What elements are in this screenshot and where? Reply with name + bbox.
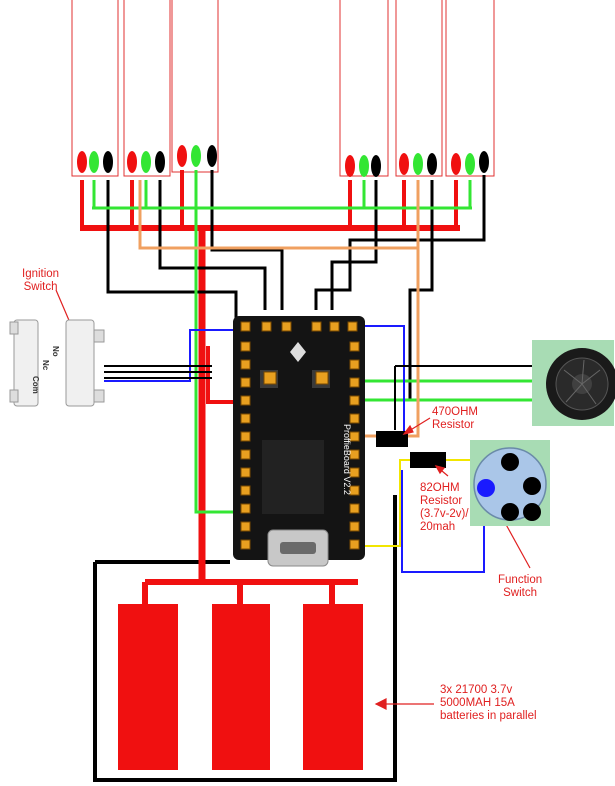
led-strip-5: [395, 0, 443, 177]
led-wire-tips: [77, 145, 489, 177]
label-82ohm-resistor: 82OHM Resistor (3.7v-2v)/ 20mah: [420, 482, 469, 533]
led-strip-6: [445, 0, 495, 177]
strip-2-tips: [127, 151, 165, 173]
switch-terminal-3: [501, 503, 519, 521]
speaker: [532, 340, 615, 426]
strip-4-tips: [345, 155, 381, 177]
strip-5-tips: [399, 153, 437, 175]
ignition-wires: [104, 365, 212, 379]
green-wires: [92, 170, 548, 514]
board-pads: [240, 321, 360, 550]
led-strip-1: [71, 0, 119, 177]
led-strips: [71, 0, 495, 177]
switch-terminal-2: [523, 477, 541, 495]
battery-2: [212, 604, 270, 770]
resistor-82ohm: [410, 452, 446, 468]
strip-6-tips: [451, 151, 489, 175]
strip-1-tips: [77, 151, 113, 173]
label-470ohm-resistor: 470OHM Resistor: [432, 406, 479, 431]
batteries: [118, 604, 363, 770]
ground-right-wire: [394, 365, 548, 430]
proffieboard: [233, 316, 365, 567]
reed-block: [65, 319, 95, 407]
ground-wires: [106, 170, 486, 400]
led-strip-2: [123, 0, 171, 177]
battery-1: [118, 604, 178, 770]
terminal-nc: Nc: [41, 360, 50, 371]
label-ignition-switch: Ignition Switch: [22, 268, 60, 293]
label-function-switch: Function Switch: [498, 574, 543, 599]
led-strip-4: [339, 0, 389, 177]
label-batteries: 3x 21700 3.7v 5000MAH 15A batteries in p…: [440, 684, 537, 722]
board-name: ProffieBoard V2.2: [342, 424, 352, 495]
switch-terminal-1: [501, 453, 519, 471]
blue-wires: [104, 325, 485, 573]
switch-terminal-blue: [477, 479, 495, 497]
terminal-no: No: [51, 346, 60, 357]
terminal-com: Com: [31, 376, 40, 394]
magnet-block: [13, 319, 39, 407]
function-switch: [470, 440, 550, 526]
ignition-switch: [9, 319, 105, 407]
battery-ground-loop: [93, 495, 397, 782]
battery-3: [303, 604, 363, 770]
switch-terminal-4: [523, 503, 541, 521]
strip-3-tips: [177, 145, 217, 167]
resistor-470ohm: [376, 431, 408, 447]
power-bus: [80, 170, 460, 604]
